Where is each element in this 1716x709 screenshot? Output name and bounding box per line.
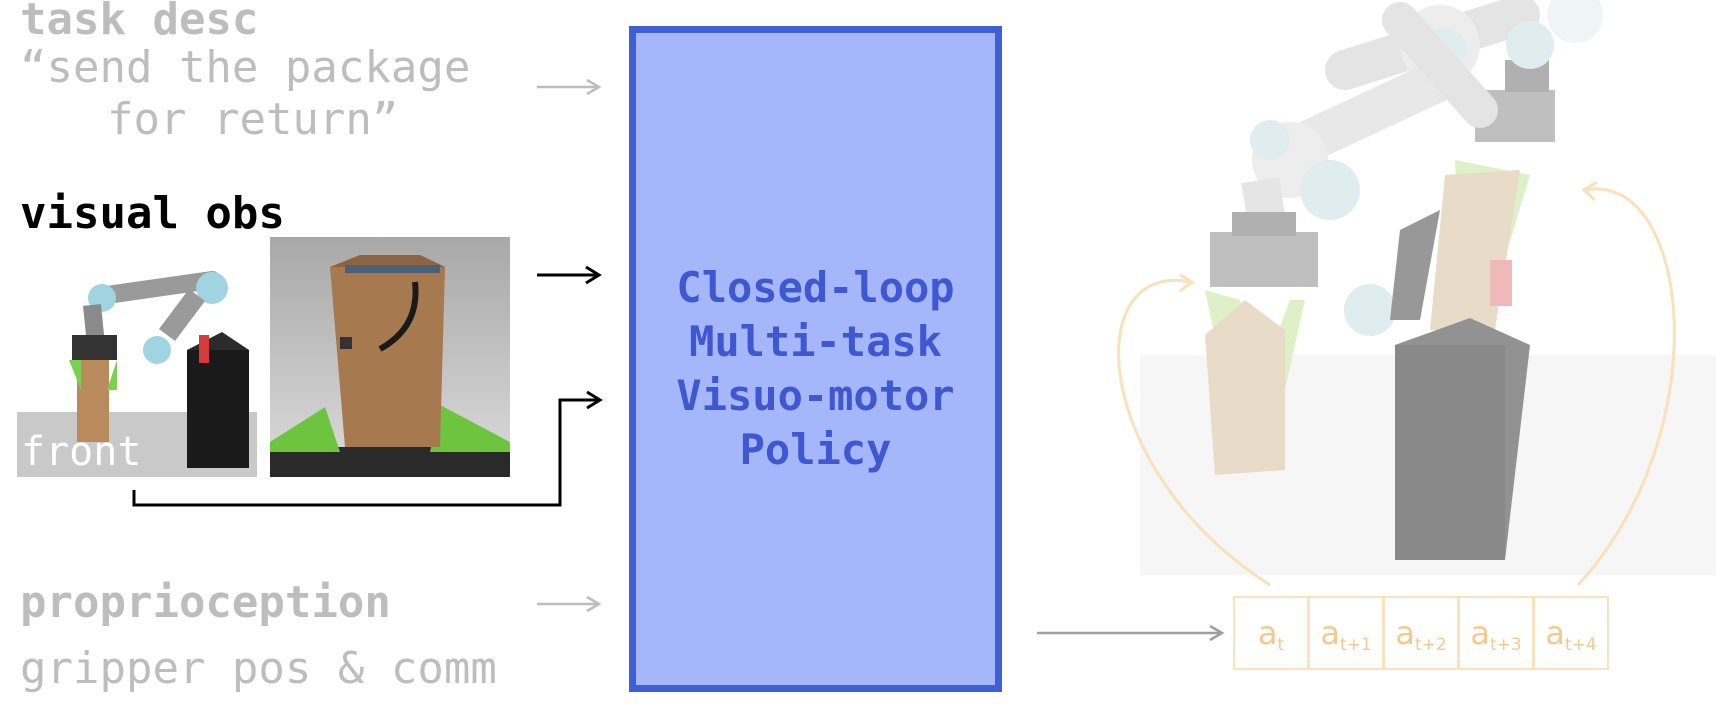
package-wrist-view <box>270 237 510 477</box>
policy-box: Closed-loop Multi-task Visuo-motor Polic… <box>629 26 1002 692</box>
front-label: front <box>21 429 142 475</box>
action-cell-t1: at+1 <box>1308 596 1384 670</box>
policy-label: Closed-loop Multi-task Visuo-motor Polic… <box>636 261 995 477</box>
action-base: a <box>1257 614 1278 652</box>
wrist-camera-image <box>270 237 510 477</box>
robot-arm-front-view <box>17 271 257 477</box>
action-cell-t3: at+3 <box>1458 596 1534 670</box>
task-desc-line-2: for return” <box>107 94 399 145</box>
action-cell-t2: at+2 <box>1383 596 1459 670</box>
policy-line-4: Policy <box>739 425 892 474</box>
action-base: a <box>1395 614 1415 652</box>
visual-obs-heading: visual obs <box>20 188 285 239</box>
proprioception-heading: proprioception <box>20 577 391 628</box>
task-desc-heading: task desc <box>20 0 259 45</box>
policy-line-2: Multi-task <box>689 317 942 366</box>
policy-line-3: Visuo-motor <box>676 371 955 420</box>
action-cell-t4: at+4 <box>1533 596 1609 670</box>
policy-line-1: Closed-loop <box>676 263 955 312</box>
action-base: a <box>1470 614 1490 652</box>
action-sub: t+3 <box>1489 635 1522 655</box>
action-sub: t+2 <box>1414 635 1447 655</box>
proprioception-subtext: gripper pos & comm <box>20 643 497 694</box>
task-desc-line-1: “send the package <box>20 42 471 93</box>
action-sub: t <box>1277 635 1285 655</box>
action-base: a <box>1320 614 1340 652</box>
action-sub: t+4 <box>1564 635 1597 655</box>
front-image-arrow <box>132 398 598 507</box>
action-cell-t: at <box>1233 596 1309 670</box>
front-camera-image: front <box>17 240 257 477</box>
action-base: a <box>1545 614 1565 652</box>
action-sub: t+1 <box>1339 635 1372 655</box>
